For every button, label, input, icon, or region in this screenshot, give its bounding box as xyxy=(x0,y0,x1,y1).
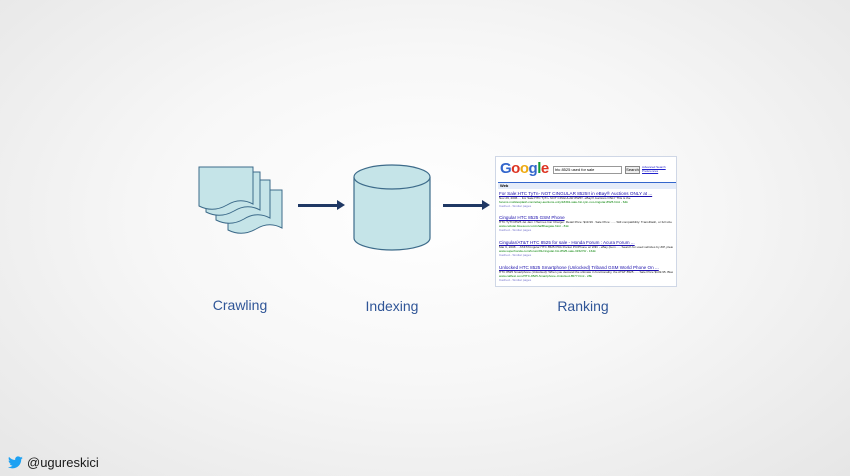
logo-letter: l xyxy=(537,160,541,177)
stacked-pages-icon xyxy=(198,166,283,234)
preferences-link[interactable]: Preferences xyxy=(642,169,659,173)
result-url: forums.mobilesplash.com/ebay-auctions-on… xyxy=(499,200,628,204)
result-url: www.superhonda.com/forum/81/cingular-htc… xyxy=(499,249,596,253)
search-result: For Sale:HTC TyTn- NOT CINGULAR 8525!! i… xyxy=(499,191,673,208)
google-logo: Google xyxy=(500,160,549,177)
tab-web[interactable]: Web xyxy=(498,182,676,189)
search-result: Unlocked HTC 8525 Smartphone (Unlocked) … xyxy=(499,265,673,282)
search-options: Advanced Search Preferences xyxy=(642,165,676,173)
logo-letter: g xyxy=(528,160,538,177)
result-cached-links[interactable]: Cached - Similar pages xyxy=(499,278,532,282)
result-url: www.cellular.bluesout.com/sha/Bluegate.h… xyxy=(499,224,569,228)
page-front xyxy=(198,166,254,210)
google-results-thumbnail: Google htc 8525 used for sale Search Adv… xyxy=(495,156,677,287)
handle-text: @ugureskici xyxy=(27,455,99,470)
result-title-link[interactable]: For Sale:HTC TyTn- NOT CINGULAR 8525!! i… xyxy=(499,191,653,196)
logo-letter: o xyxy=(519,160,529,177)
result-title-link[interactable]: Cingular/AT&T HTC 8525 for sale - Honda … xyxy=(499,240,635,245)
logo-letter: o xyxy=(511,160,520,177)
search-input[interactable]: htc 8525 used for sale xyxy=(553,166,622,174)
stage-label-ranking: Ranking xyxy=(557,298,609,314)
database-cylinder-icon xyxy=(353,164,431,251)
stage-label-indexing: Indexing xyxy=(365,298,419,314)
logo-letter: e xyxy=(540,160,549,177)
arrow-indexing-to-ranking xyxy=(443,200,490,210)
search-result: Cingular HTC 8525 GSM Phone HTC TyTN 852… xyxy=(499,215,673,232)
logo-letter: G xyxy=(500,160,512,177)
search-button[interactable]: Search xyxy=(625,166,640,174)
advanced-search-link[interactable]: Advanced Search xyxy=(642,165,666,169)
result-title-link[interactable]: Unlocked HTC 8525 Smartphone (Unlocked) … xyxy=(499,265,659,270)
result-cached-links[interactable]: Cached - Similar pages xyxy=(499,253,532,257)
result-snippet: HTC TyTN 8525 Jet Jam / Hermes Car Charg… xyxy=(499,221,673,224)
cylinder-top xyxy=(353,164,431,190)
result-cached-links[interactable]: Cached - Similar pages xyxy=(499,228,532,232)
result-snippet: Nov 29, 2006 ... For Sale:HTC TyTn- NOT … xyxy=(499,197,631,200)
stage-label-crawling: Crawling xyxy=(212,297,268,313)
result-cached-links[interactable]: Cached - Similar pages xyxy=(499,204,532,208)
result-snippet: Mar 6, 2008 ... AT&T/Cingular HTC 8525 P… xyxy=(499,246,673,249)
result-title-link[interactable]: Cingular HTC 8525 GSM Phone xyxy=(499,215,565,220)
arrow-crawling-to-indexing xyxy=(298,200,345,210)
result-url: www.callfest.com/HTC-8525-Smartphone-Unl… xyxy=(499,274,593,278)
result-snippet: HTC 8525 Smartphone (Unlocked): When you… xyxy=(499,271,673,274)
serp-header: Google htc 8525 used for sale Search Adv… xyxy=(496,157,676,181)
cylinder-body xyxy=(353,177,431,251)
twitter-bird-icon xyxy=(8,456,23,469)
search-result: Cingular/AT&T HTC 8525 for sale - Honda … xyxy=(499,240,673,257)
